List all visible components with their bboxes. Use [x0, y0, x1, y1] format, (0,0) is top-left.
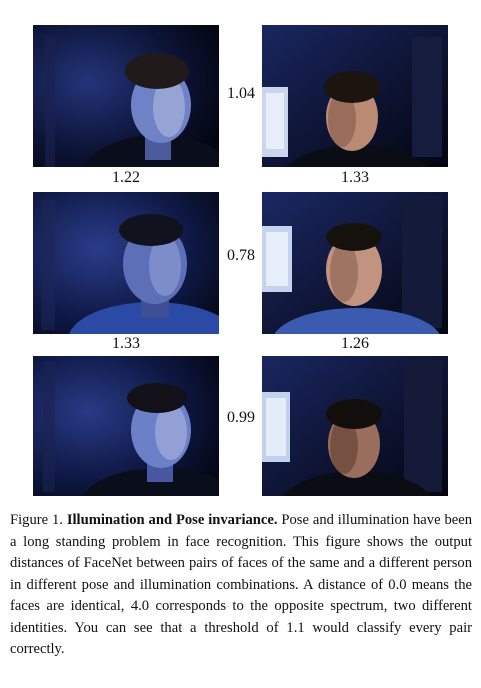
distance-row2-between: 0.78 — [227, 247, 255, 264]
photo-row2-right-image — [262, 192, 448, 334]
figure-caption: Figure 1. Illumination and Pose invarian… — [10, 510, 472, 661]
distance-row1-between: 1.04 — [227, 85, 255, 102]
photo-row1-right-image — [262, 25, 448, 167]
photo-row2-right — [262, 192, 448, 334]
photo-row1-left-image — [33, 25, 219, 167]
photo-row3-left — [33, 356, 219, 496]
photo-row1-left — [33, 25, 219, 167]
photo-row3-left-image — [33, 356, 219, 496]
photo-row3-right — [262, 356, 448, 496]
photo-row2-left — [33, 192, 219, 334]
distance-row1-right-below: 1.33 — [341, 169, 369, 186]
photo-row2-left-image — [33, 192, 219, 334]
caption-body: Pose and illumination have been a long s… — [10, 512, 472, 657]
photo-row3-right-image — [262, 356, 448, 496]
caption-label: Figure 1. — [10, 512, 67, 528]
distance-row2-left-below: 1.33 — [112, 335, 140, 352]
distance-row2-right-below: 1.26 — [341, 335, 369, 352]
distance-row3-between: 0.99 — [227, 409, 255, 426]
distance-row1-left-below: 1.22 — [112, 169, 140, 186]
photo-row1-right — [262, 25, 448, 167]
caption-title: Illumination and Pose invariance. — [66, 512, 278, 528]
